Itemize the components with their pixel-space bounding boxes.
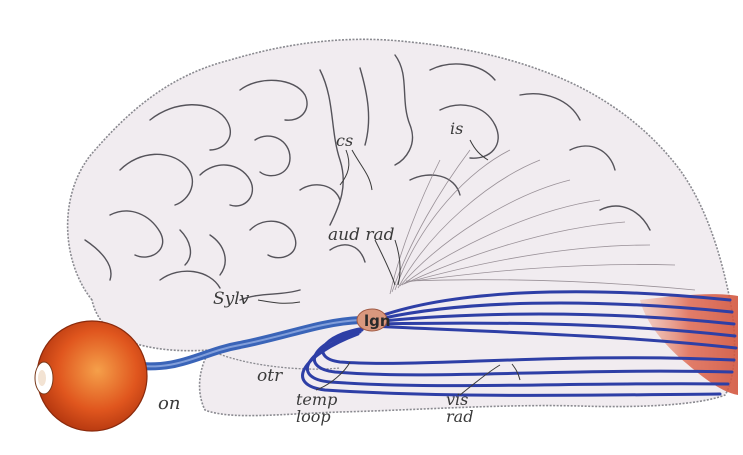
label-otr: otr bbox=[257, 366, 283, 386]
label-lgn: lgn bbox=[364, 312, 391, 330]
label-on: on bbox=[158, 393, 180, 414]
label-aud-rad: aud rad bbox=[328, 225, 395, 245]
label-rad: rad bbox=[446, 407, 473, 426]
label-sylv: Sylv bbox=[213, 289, 250, 309]
label-loop: loop bbox=[296, 407, 331, 426]
label-is: is bbox=[450, 119, 463, 138]
eye-icon bbox=[35, 321, 147, 431]
label-cs: cs bbox=[336, 131, 353, 150]
